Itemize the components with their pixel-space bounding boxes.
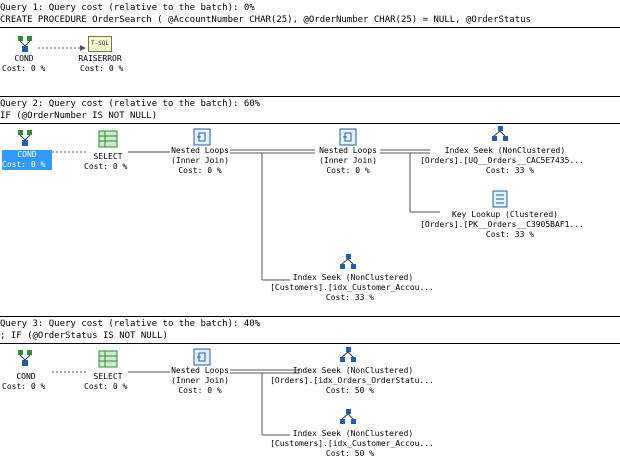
q3-cond-label: COND: [16, 372, 36, 381]
cond-icon: [18, 36, 32, 52]
q2-nl1-label: Nested Loops: [171, 146, 229, 155]
q3-nl1-label: Nested Loops: [171, 366, 229, 375]
q1-title: Query 1: Query cost (relative to the bat…: [0, 3, 255, 13]
q3-nl1-cost: Cost: 0 %: [178, 386, 222, 395]
q2-divider: [0, 123, 620, 124]
q2-nl2-cost: Cost: 0 %: [326, 166, 370, 175]
q1-cond-label: COND: [14, 54, 34, 63]
q3-top-rule: [0, 316, 620, 317]
q2-lookup-object: [Orders].[PK__Orders__C3905BAF1...: [420, 220, 584, 229]
select-icon: [98, 350, 118, 368]
index-seek-icon: [492, 126, 508, 141]
q3-select-label: SELECT: [93, 372, 123, 381]
q2-seek1-cost: Cost: 33 %: [485, 166, 535, 175]
q2-nl2-sub: (Inner Join): [319, 156, 377, 165]
q1-arrow: [80, 45, 86, 51]
q3-seek1-cost: Cost: 50 %: [325, 386, 375, 395]
q3-select-cost: Cost: 0 %: [84, 382, 128, 391]
q2-nl2-label: Nested Loops: [319, 146, 377, 155]
tsql-icon: T-SQL: [88, 36, 112, 52]
nested-loops-icon: [339, 128, 357, 146]
q2-seek2-label: Index Seek (NonClustered): [292, 273, 414, 282]
q2-top-rule: [0, 96, 620, 97]
nested-loops-icon: [193, 348, 211, 366]
q2-seek1-label: Index Seek (NonClustered): [444, 146, 566, 155]
key-lookup-icon: [492, 190, 508, 208]
q2-select-cost: Cost: 0 %: [84, 162, 128, 171]
q1-raiserror-label: RAISERROR: [78, 54, 122, 63]
q3-cond-cost: Cost: 0 %: [2, 382, 46, 391]
q2-nl1-cost: Cost: 0 %: [178, 166, 222, 175]
select-icon: [98, 130, 118, 148]
cond-icon: [18, 130, 32, 146]
nested-loops-icon: [193, 128, 211, 146]
cond-icon: [18, 350, 32, 366]
q2-lookup-label: Key Lookup (Clustered): [452, 210, 558, 219]
q2-sql: IF (@OrderNumber IS NOT NULL): [0, 111, 158, 121]
q2-cond-cost: Cost: 0 %: [2, 160, 52, 170]
q3-sql: ; IF (@OrderStatus IS NOT NULL): [0, 331, 168, 341]
q1-sql: CREATE PROCEDURE OrderSearch ( @AccountN…: [0, 15, 532, 25]
q3-seek1-object: [Orders].[idx_Orders_OrderStatu...: [270, 376, 434, 385]
q1-divider: [0, 27, 620, 28]
index-seek-icon: [340, 254, 356, 269]
q3-nl1-sub: (Inner Join): [171, 376, 229, 385]
q1-cond-cost: Cost: 0 %: [2, 64, 46, 73]
q3-seek2-object: [Customers].[idx_Customer_Accou...: [270, 439, 434, 448]
q2-seek2-object: [Customers].[idx_Customer_Accou...: [270, 283, 434, 292]
q2-lookup-cost: Cost: 33 %: [485, 230, 535, 239]
q2-nl1-sub: (Inner Join): [171, 156, 229, 165]
q3-divider: [0, 343, 620, 344]
q2-select-label: SELECT: [93, 152, 123, 161]
q3-title: Query 3: Query cost (relative to the bat…: [0, 319, 261, 329]
q3-seek1-label: Index Seek (NonClustered): [292, 366, 414, 375]
q2-seek1-object: [Orders].[UQ__Orders__CAC5E7435...: [420, 156, 584, 165]
q2-title: Query 2: Query cost (relative to the bat…: [0, 99, 261, 109]
index-seek-icon: [340, 347, 356, 362]
q3-seek2-cost: Cost: 50 %: [325, 449, 375, 458]
q2-cond-label: COND: [2, 150, 52, 160]
q1-raiserror-cost: Cost: 0 %: [80, 64, 124, 73]
index-seek-icon: [340, 409, 356, 424]
q3-seek2-label: Index Seek (NonClustered): [292, 429, 414, 438]
q2-seek2-cost: Cost: 33 %: [325, 293, 375, 302]
